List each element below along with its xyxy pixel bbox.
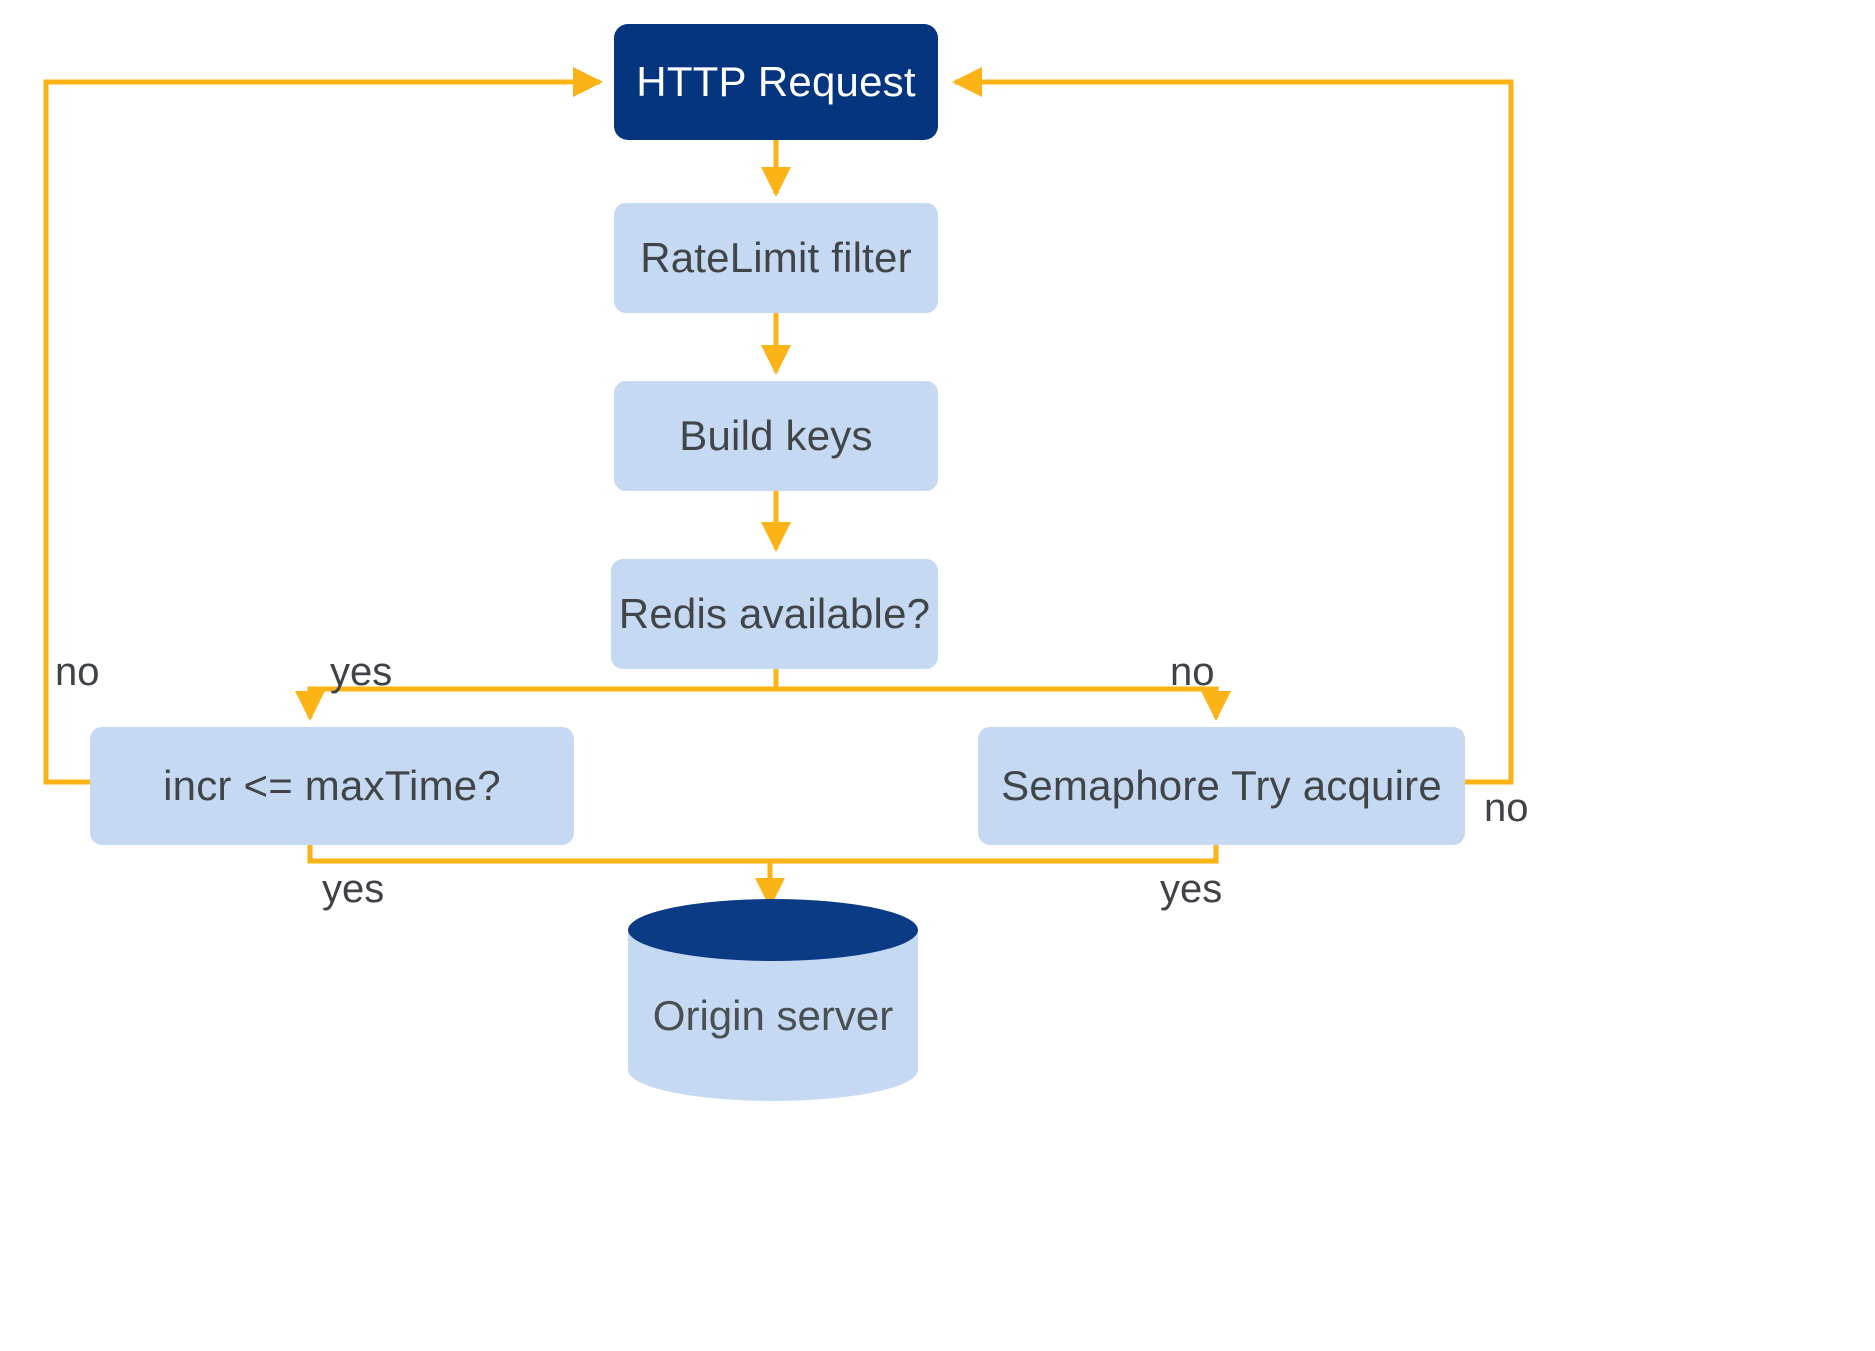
edge-semaphore-yes-to-origin: [770, 845, 1219, 864]
node-ratelimit-filter[interactable]: RateLimit filter: [614, 203, 938, 313]
node-label-semaphore-try-acquire: Semaphore Try acquire: [1001, 762, 1442, 809]
node-origin-server[interactable]: [628, 899, 918, 1101]
cylinder-body: [628, 930, 918, 1101]
cylinder-top: [628, 899, 918, 961]
edge-redis-yes-to-incr: [295, 686, 776, 721]
node-label-origin-server: Origin server: [652, 992, 894, 1039]
edge-label-right-yes-bottom: yes: [1160, 867, 1223, 911]
node-semaphore-try-acquire[interactable]: Semaphore Try acquire: [978, 727, 1465, 845]
edge-label-right-no-outer: no: [1484, 786, 1529, 830]
edge-incr-no-to-http: [43, 67, 603, 785]
node-label-build-keys: Build keys: [679, 412, 873, 459]
node-label-incr-max-time: incr <= maxTime?: [163, 762, 501, 809]
node-label-ratelimit-filter: RateLimit filter: [640, 234, 912, 281]
edge-redis-no-to-semaphore: [776, 686, 1231, 721]
node-label-http-request: HTTP Request: [636, 58, 916, 105]
node-label-redis-available: Redis available?: [618, 590, 931, 637]
node-redis-available[interactable]: Redis available?: [611, 559, 938, 669]
edge-label-right-no-top: no: [1170, 650, 1215, 694]
edge-incr-yes-to-origin: [307, 845, 785, 908]
node-build-keys[interactable]: Build keys: [614, 381, 938, 491]
node-http-request[interactable]: HTTP Request: [614, 24, 938, 140]
node-incr-max-time[interactable]: incr <= maxTime?: [90, 727, 574, 845]
edge-label-left-no: no: [55, 650, 100, 694]
edge-label-left-yes-bottom: yes: [322, 867, 385, 911]
edge-label-left-yes-top: yes: [330, 650, 393, 694]
edge-semaphore-no-to-http: [952, 67, 1514, 785]
